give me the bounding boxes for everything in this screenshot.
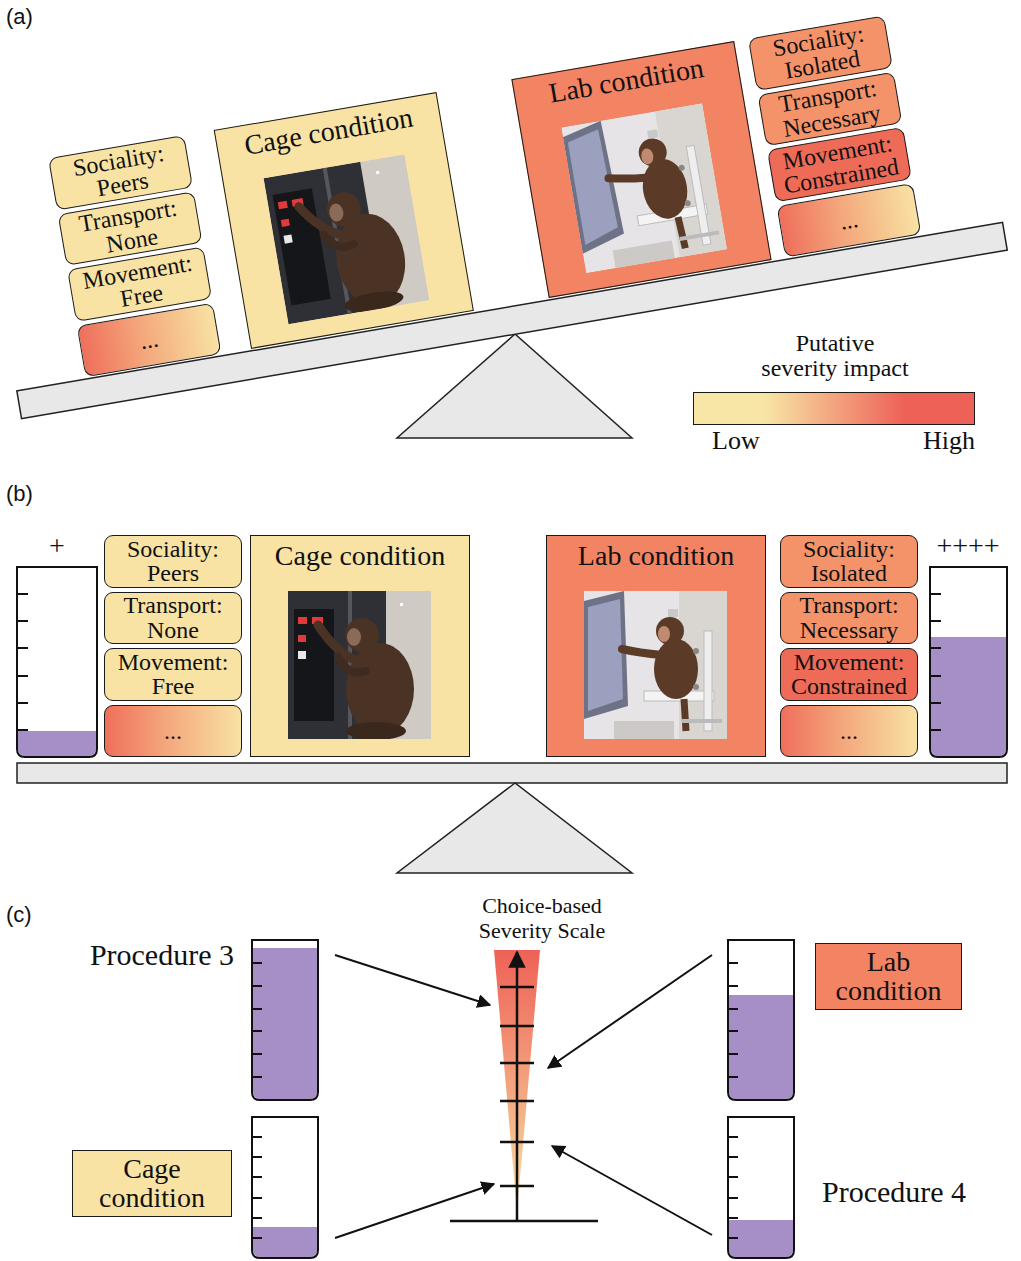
condition-box: Lab condition bbox=[546, 535, 766, 757]
tag-text: ... bbox=[840, 719, 858, 743]
beaker bbox=[728, 1117, 794, 1258]
tag-text: Movement: Constrained bbox=[785, 650, 913, 699]
balance-beam bbox=[17, 763, 1007, 783]
condition-box: Cage condition bbox=[250, 535, 470, 757]
condition-title: Lab condition bbox=[547, 54, 706, 108]
photo bbox=[584, 591, 727, 739]
tilted-panel: Sociality: PeersTransport: NoneMovement:… bbox=[0, 0, 1021, 545]
attribute-tag: Transport: None bbox=[104, 592, 242, 645]
photo bbox=[263, 154, 429, 324]
beaker bbox=[728, 940, 794, 1100]
balance-beam bbox=[17, 222, 1007, 418]
procedure-label: Procedure 4 bbox=[822, 1175, 1016, 1210]
condition-box: Cage condition bbox=[214, 92, 474, 349]
legend-swatch bbox=[694, 393, 834, 424]
tag-text: ... bbox=[164, 719, 182, 743]
condition-title: Cage condition bbox=[242, 104, 415, 161]
attribute-tag: Sociality: Peers bbox=[104, 535, 242, 588]
beaker bbox=[17, 567, 97, 757]
condition-title: Lab condition bbox=[578, 542, 734, 571]
attribute-tag: ... bbox=[780, 705, 918, 758]
panel-label: (c) bbox=[6, 902, 66, 927]
attribute-tag: Transport: Necessary bbox=[780, 592, 918, 645]
condition-title: Cage condition bbox=[275, 542, 445, 571]
legend-title: Putative severity impact bbox=[758, 331, 912, 381]
beaker bbox=[252, 940, 318, 1100]
reward-level: + bbox=[37, 531, 77, 562]
legend-swatch bbox=[834, 393, 974, 424]
photo bbox=[288, 591, 431, 739]
fulcrum bbox=[397, 334, 632, 438]
beaker bbox=[930, 567, 1007, 757]
pointer-arrow bbox=[335, 955, 490, 1005]
tag-text: ... bbox=[838, 206, 860, 233]
legend-text: High bbox=[885, 427, 975, 456]
panel-label: (b) bbox=[6, 481, 66, 506]
tag-text: Transport: Necessary bbox=[785, 593, 913, 642]
attribute-tag: Movement: Free bbox=[104, 648, 242, 701]
scale-ticks bbox=[500, 987, 534, 1186]
beaker bbox=[252, 1117, 318, 1258]
photo bbox=[561, 103, 727, 273]
pointer-arrow bbox=[548, 955, 712, 1068]
attribute-tag: Movement: Constrained bbox=[780, 648, 918, 701]
scale-base bbox=[450, 1220, 598, 1223]
tag-text: Sociality: Peers bbox=[109, 537, 237, 586]
attribute-tag: ... bbox=[104, 705, 242, 758]
tag-text: Sociality: Isolated bbox=[785, 537, 913, 586]
reward-level: ++++ bbox=[918, 531, 1018, 562]
condition-title: Cage condition bbox=[85, 1155, 219, 1212]
legend-bar bbox=[693, 392, 975, 425]
axis-title: Choice-based Severity Scale bbox=[472, 893, 612, 944]
tag-text: Transport: None bbox=[109, 593, 237, 642]
scale-axis bbox=[516, 952, 519, 1221]
condition-box: Cage condition bbox=[72, 1150, 232, 1217]
fulcrum bbox=[397, 783, 632, 873]
attribute-tag: Sociality: Isolated bbox=[780, 535, 918, 588]
condition-box: Lab condition bbox=[511, 41, 771, 298]
legend-text: Low bbox=[712, 427, 802, 456]
condition-title: Lab condition bbox=[828, 948, 949, 1005]
tag-text: ... bbox=[138, 326, 160, 353]
panel-label: (a) bbox=[6, 4, 66, 29]
pointer-arrow bbox=[335, 1184, 494, 1238]
pointer-arrow bbox=[552, 1146, 712, 1235]
condition-box: Lab condition bbox=[815, 943, 962, 1010]
tag-text: Movement: Free bbox=[109, 650, 237, 699]
procedure-label: Procedure 3 bbox=[40, 938, 234, 973]
